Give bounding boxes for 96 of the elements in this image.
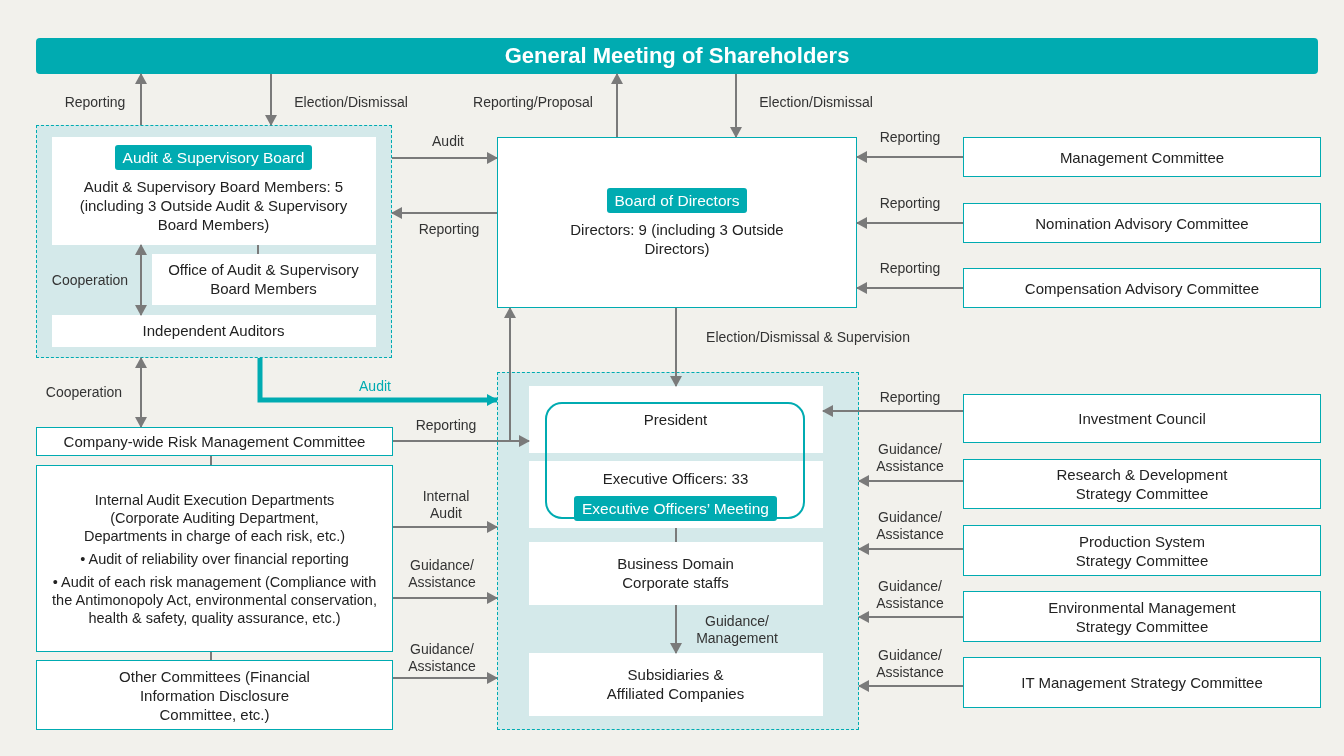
edge-label: Audit	[431, 132, 465, 150]
box-text: Internal Audit Execution Departments (Corporate Auditing Department, Departments in charge of each risk, etc.)	[82, 490, 347, 545]
arrow	[391, 207, 498, 219]
box-text: Investment Council	[1078, 409, 1206, 428]
edge-label: Reporting	[878, 259, 942, 277]
org-box	[963, 591, 1321, 642]
box-text: Office of Audit & Supervisory Board Members	[167, 260, 360, 298]
org-box	[528, 541, 823, 605]
org-box	[51, 136, 376, 245]
edge-label: Cooperation	[50, 271, 130, 289]
edge-label: Guidance/ Assistance	[875, 647, 945, 681]
org-box	[963, 268, 1321, 308]
org-box	[36, 465, 393, 652]
arrow	[858, 611, 964, 623]
box-text: Executive Officers: 33	[602, 468, 749, 488]
edge-label: Reporting/Proposal	[472, 93, 594, 111]
arrow	[611, 73, 623, 138]
org-box	[528, 652, 823, 716]
edge-label: Reporting	[878, 128, 942, 146]
connector-line	[675, 527, 677, 543]
org-box	[528, 385, 823, 453]
edge-label: Guidance/ Management	[695, 613, 779, 647]
title-badge: Board of Directors	[606, 187, 748, 213]
edge-label: Cooperation	[44, 383, 124, 401]
arrow	[858, 680, 964, 692]
box-text: Directors: 9 (including 3 Outside Directors)	[569, 219, 785, 258]
arrow	[392, 521, 498, 533]
box-text: • Audit of reliability over financial reporting	[80, 549, 349, 568]
edge-label: Election/Dismissal & Supervision	[705, 328, 911, 346]
org-box	[51, 314, 376, 347]
arrow	[135, 73, 147, 126]
org-box	[36, 660, 393, 730]
header-bar	[36, 38, 1318, 74]
title-badge: Audit & Supervisory Board	[114, 144, 313, 170]
edge-label: Guidance/ Assistance	[407, 557, 477, 591]
org-box	[963, 525, 1321, 576]
box-text: Nomination Advisory Committee	[1035, 213, 1249, 233]
arrow	[856, 282, 964, 294]
arrow	[670, 307, 682, 387]
edge-label: Reporting	[417, 220, 481, 238]
edge-label: Reporting	[878, 388, 942, 406]
edge-label: Reporting	[878, 194, 942, 212]
box-text: • Audit of each risk management (Compliance with the Antimonopoly Act, environmental conservation, health & safety, quality assurance, etc.)	[51, 572, 378, 627]
org-box	[963, 394, 1321, 443]
box-text: Research & Development Strategy Committee	[1055, 465, 1229, 503]
box-text: Management Committee	[1059, 147, 1225, 167]
box-text: Independent Auditors	[142, 321, 285, 340]
edge-label: Reporting	[63, 93, 127, 111]
edge-label: Guidance/ Assistance	[875, 578, 945, 612]
edge-label: Guidance/ Assistance	[407, 641, 477, 675]
org-box	[497, 137, 857, 308]
arrow	[858, 543, 964, 555]
box-text: Compensation Advisory Committee	[1024, 278, 1260, 298]
connector-line	[210, 651, 212, 661]
arrow	[392, 592, 498, 604]
arrow	[135, 244, 147, 316]
title-badge: Executive Officers’ Meeting	[574, 495, 777, 521]
edge-label: Guidance/ Assistance	[875, 441, 945, 475]
box-text: President	[643, 409, 708, 429]
box-text: Environmental Management Strategy Committee	[1047, 597, 1237, 636]
edge-label: Guidance/ Assistance	[875, 509, 945, 543]
arrow	[856, 151, 964, 163]
org-box	[528, 460, 823, 528]
org-box	[963, 657, 1321, 708]
box-text: Business Domain Corporate staffs	[616, 554, 735, 592]
edge-label: Election/Dismissal	[758, 93, 874, 111]
org-box	[151, 253, 376, 305]
box-text: Production System Strategy Committee	[1074, 531, 1210, 570]
header-title: General Meeting of Shareholders	[504, 43, 850, 69]
edge-label: Reporting	[414, 416, 478, 434]
box-text: Other Committees (Financial Information Disclosure Committee, etc.)	[118, 666, 311, 724]
arrow	[135, 357, 147, 428]
edge-label: Audit	[358, 377, 392, 395]
org-box	[963, 203, 1321, 243]
arrow	[856, 217, 964, 229]
arrow	[730, 73, 742, 138]
arrow	[391, 152, 498, 164]
box-text: Audit & Supervisory Board Members: 5 (including 3 Outside Audit & Supervisory Board Members)	[78, 176, 349, 234]
arrow	[822, 405, 964, 417]
arrow	[858, 475, 964, 487]
arrow	[670, 604, 682, 654]
box-text: Company-wide Risk Management Committee	[63, 432, 366, 451]
connector-line	[257, 244, 259, 255]
org-box	[36, 427, 393, 456]
arrow	[257, 358, 498, 406]
edge-label: Internal Audit	[421, 488, 471, 522]
org-box	[963, 137, 1321, 177]
group-panel	[36, 125, 392, 358]
arrow	[392, 672, 498, 684]
arrow	[265, 73, 277, 126]
box-text: Subsidiaries & Affiliated Companies	[605, 665, 746, 703]
edge-label: Election/Dismissal	[293, 93, 409, 111]
box-text: IT Management Strategy Committee	[1021, 673, 1263, 692]
group-panel	[497, 372, 859, 730]
org-box	[963, 459, 1321, 509]
connector-line	[210, 455, 212, 466]
